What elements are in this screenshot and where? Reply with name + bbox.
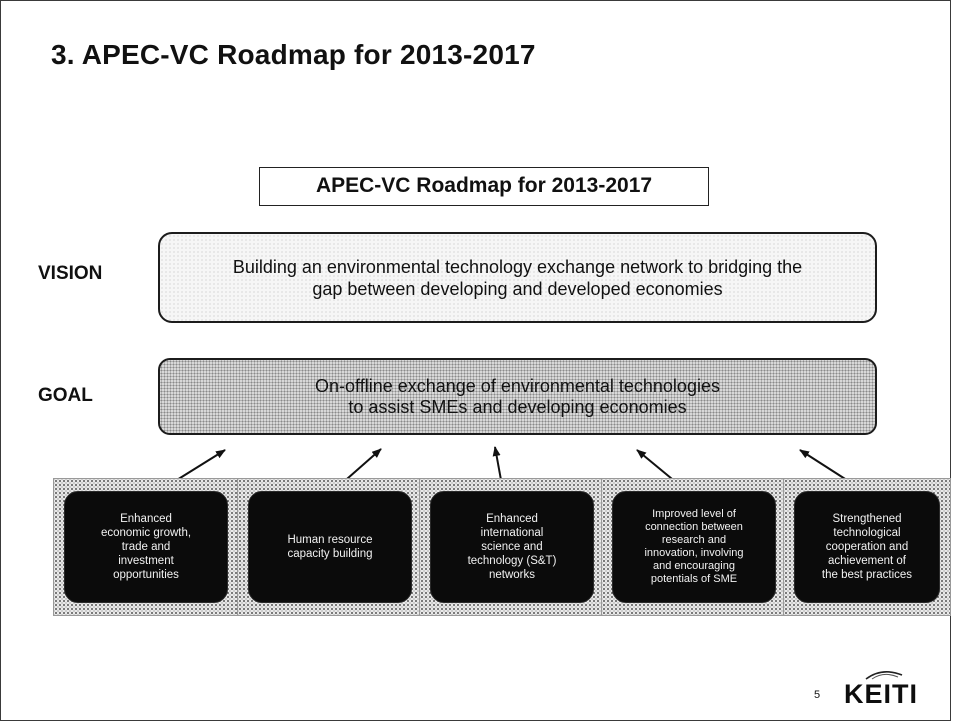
vision-text: Building an environmental technology exc… [233,256,802,300]
vision-box: Building an environmental technology exc… [158,232,877,323]
goal-label: GOAL [38,385,93,406]
objective-card-2: Human resource capacity building [237,478,423,616]
objective-line: cooperation and [825,541,909,553]
objective-card-4: Improved level of connection between res… [601,478,787,616]
objective-line: connection between [645,521,743,533]
goal-box: On-offline exchange of environmental tec… [158,358,877,435]
swoosh-icon [865,671,903,680]
objective-line: investment [118,555,174,567]
objective-line: Improved level of [652,508,736,520]
objective-card-body: Human resource capacity building [248,491,412,603]
goal-text-line-1: On-offline exchange of environmental tec… [315,375,720,396]
vision-text-line-1: Building an environmental technology exc… [232,256,803,277]
objective-card-body: Strengthened technological cooperation a… [794,491,940,603]
objective-line: innovation, involving [644,547,744,559]
page-number: 5 [814,689,821,701]
objective-card-body: Enhanced international science and techn… [430,491,594,603]
objective-line: Enhanced [486,513,538,525]
logo-text: KEITI [844,679,919,709]
objective-line: trade and [121,541,171,553]
objective-card-5: Strengthened technological cooperation a… [783,478,951,616]
goal-text: On-offline exchange of environmental tec… [315,376,720,418]
objective-line: Enhanced [120,513,172,525]
objective-line: opportunities [113,569,179,581]
keiti-logo: KEITI [844,669,944,713]
objective-line: technological [833,527,901,539]
objective-line: and encouraging [653,560,735,572]
objective-line: economic growth, [100,527,192,539]
objective-card-3: Enhanced international science and techn… [419,478,605,616]
objective-line: Strengthened [832,513,902,525]
objective-line: networks [488,569,535,581]
vision-label: VISION [38,263,103,284]
vision-text-line-2: gap between developing and developed eco… [312,278,723,299]
objective-line: research and [661,534,727,546]
slide-title: 3. APEC-VC Roadmap for 2013-2017 [51,39,536,70]
objective-card-body: Improved level of connection between res… [612,491,776,603]
objective-card-body: Enhanced economic growth, trade and inve… [64,491,228,603]
objective-line: the best practices [821,569,913,581]
roadmap-title: APEC-VC Roadmap for 2013-2017 [315,174,653,197]
objective-line: potentials of SME [650,573,738,585]
objective-line: Human resource [287,534,373,546]
objective-line: technology (S&T) [467,555,557,567]
objective-line: achievement of [827,555,906,567]
goal-text-line-2: to assist SMEs and developing economies [348,396,687,417]
objective-line: international [480,527,544,539]
objective-line: capacity building [287,548,373,560]
objective-line: science and [481,541,543,553]
objective-card-1: Enhanced economic growth, trade and inve… [53,478,239,616]
roadmap-title-box: APEC-VC Roadmap for 2013-2017 [259,167,709,206]
